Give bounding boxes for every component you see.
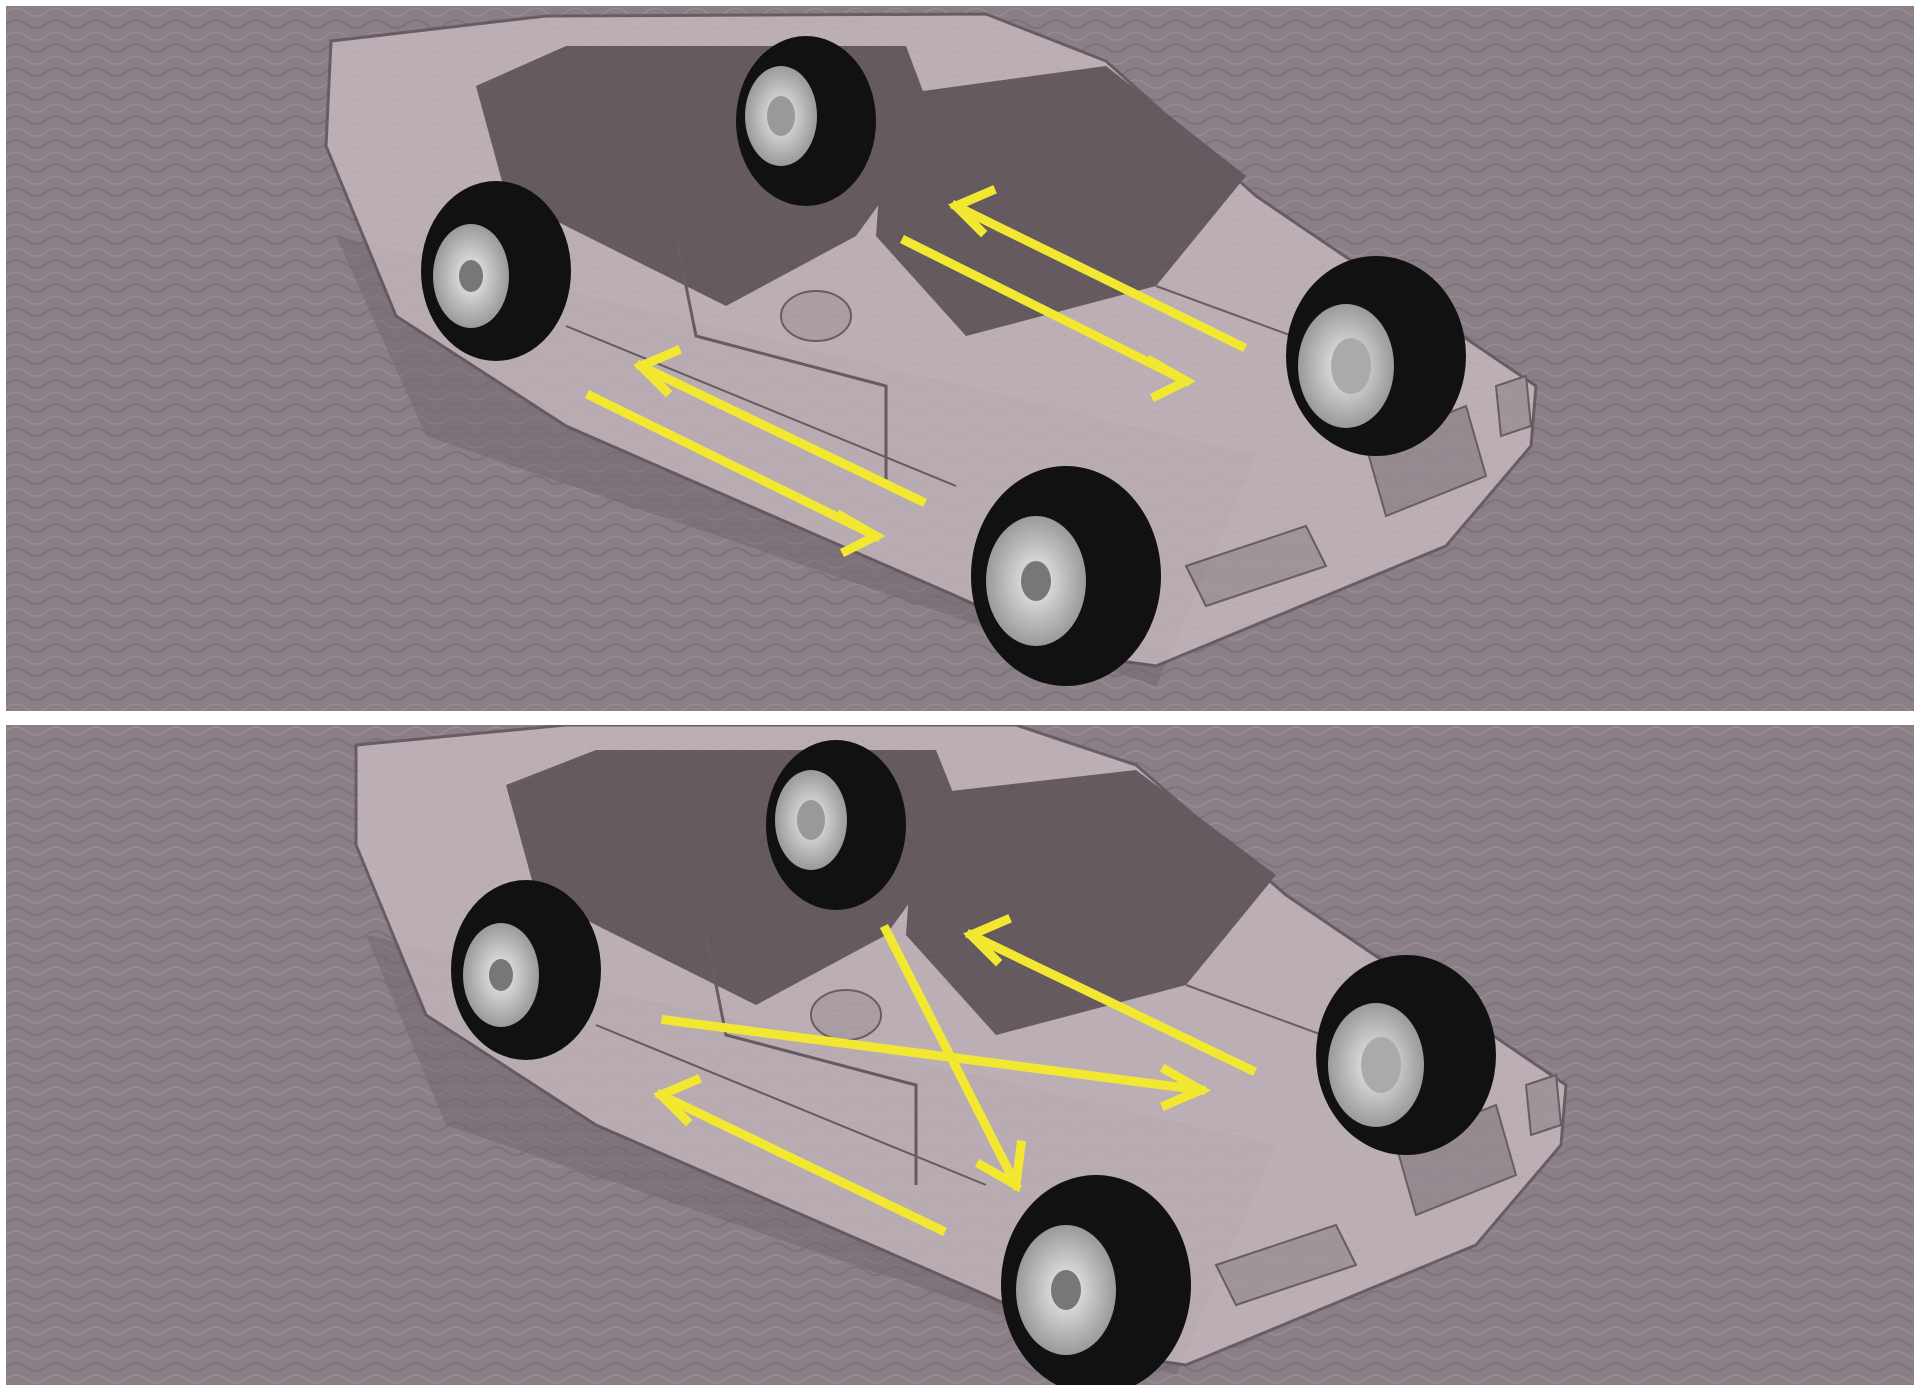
tire-rear-right xyxy=(766,740,906,910)
arrow-rear-to-front-left xyxy=(633,345,928,508)
tire-rear-left xyxy=(421,181,571,361)
tire-front-left xyxy=(971,466,1161,686)
arrow-front-to-rear-left xyxy=(584,389,886,558)
tire-rear-left xyxy=(451,880,601,1060)
arrow-rear-left-to-front-right-cross xyxy=(660,1014,1212,1111)
tire-front-right xyxy=(1286,256,1466,456)
panel-bottom-illustration xyxy=(6,725,1914,1385)
tire-rear-right xyxy=(736,36,876,206)
arrow-front-right-to-rear-right xyxy=(963,914,1258,1077)
panel-front-to-back xyxy=(6,6,1914,711)
arrow-front-to-rear-right xyxy=(899,234,1196,403)
arrow-front-left-to-rear-left xyxy=(653,1074,948,1237)
tire-front-left xyxy=(1001,1175,1191,1385)
panel-cross-rotation xyxy=(6,725,1914,1385)
arrow-rear-to-front-right xyxy=(948,185,1248,353)
tire-front-right xyxy=(1316,955,1496,1155)
panel-top-illustration xyxy=(6,6,1914,711)
